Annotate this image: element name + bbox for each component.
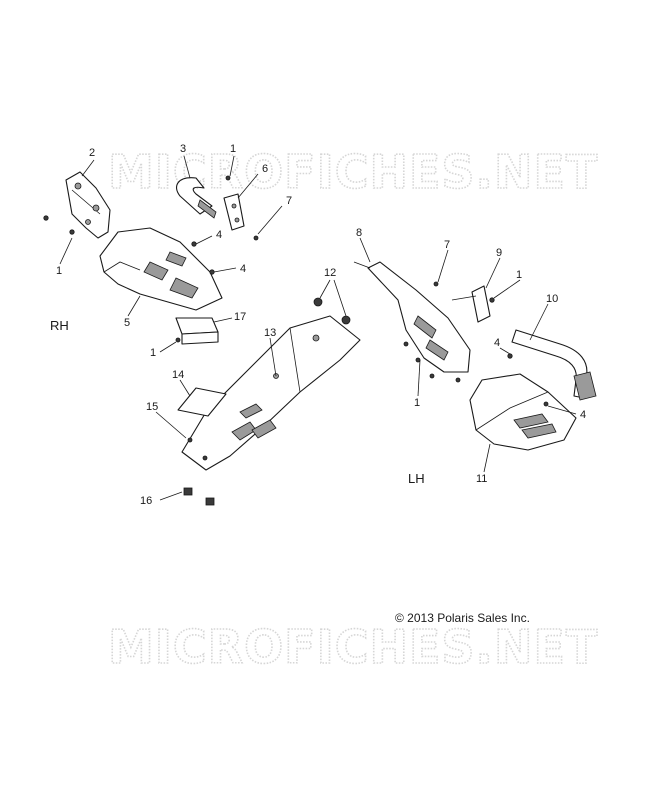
callout-17: 17 [234, 311, 246, 323]
callout-8: 8 [356, 227, 362, 239]
part-6-tab-bracket [223, 193, 245, 231]
callout-1: 1 [516, 269, 522, 281]
callout-7: 7 [444, 239, 450, 251]
part-5-rh-heat-shield [99, 227, 223, 311]
lh-fasteners [403, 281, 549, 407]
callout-1: 1 [56, 265, 62, 277]
callout-1: 1 [414, 397, 420, 409]
callout-11: 11 [476, 473, 487, 485]
callout-16: 16 [140, 495, 152, 507]
part-17-mount-bracket [175, 317, 219, 345]
callout-12: 12 [324, 267, 336, 279]
callout-1: 1 [150, 347, 156, 359]
callout-4: 4 [216, 229, 222, 241]
part-3-exhaust-tube [176, 177, 217, 219]
part-10-exhaust-tube [511, 329, 597, 401]
part-16-clips [183, 487, 215, 506]
callout-4: 4 [240, 263, 246, 275]
copyright-text: © 2013 Polaris Sales Inc. [395, 611, 530, 625]
callout-15: 15 [146, 401, 158, 413]
part-11-lh-silencer-shield [469, 373, 577, 451]
callout-14: 14 [172, 369, 184, 381]
rh-fasteners [43, 175, 259, 461]
part-13-skid-plate [181, 315, 361, 471]
callout-labels: 2 3 1 6 7 1 4 4 5 17 1 12 13 14 15 16 8 … [56, 143, 586, 507]
callout-7: 7 [286, 195, 292, 207]
side-label-rh: RH [50, 318, 69, 333]
side-label-lh: LH [408, 471, 425, 486]
part-8-lh-heat-shield [353, 261, 471, 373]
watermark-bottom: MICROFICHES.NET [108, 620, 598, 674]
callout-3: 3 [180, 143, 186, 155]
part-12-nuts [313, 297, 351, 325]
callout-10: 10 [546, 293, 558, 305]
callout-5: 5 [124, 317, 130, 329]
callout-2: 2 [89, 147, 95, 159]
leader-lines [59, 155, 577, 501]
callout-4: 4 [580, 409, 586, 421]
callout-4: 4 [494, 337, 500, 349]
callout-9: 9 [496, 247, 502, 259]
callout-6: 6 [262, 163, 268, 175]
part-9-bracket [451, 285, 491, 323]
callout-13: 13 [264, 327, 276, 339]
callout-1: 1 [230, 143, 236, 155]
part-2-bracket-plate [65, 171, 111, 239]
